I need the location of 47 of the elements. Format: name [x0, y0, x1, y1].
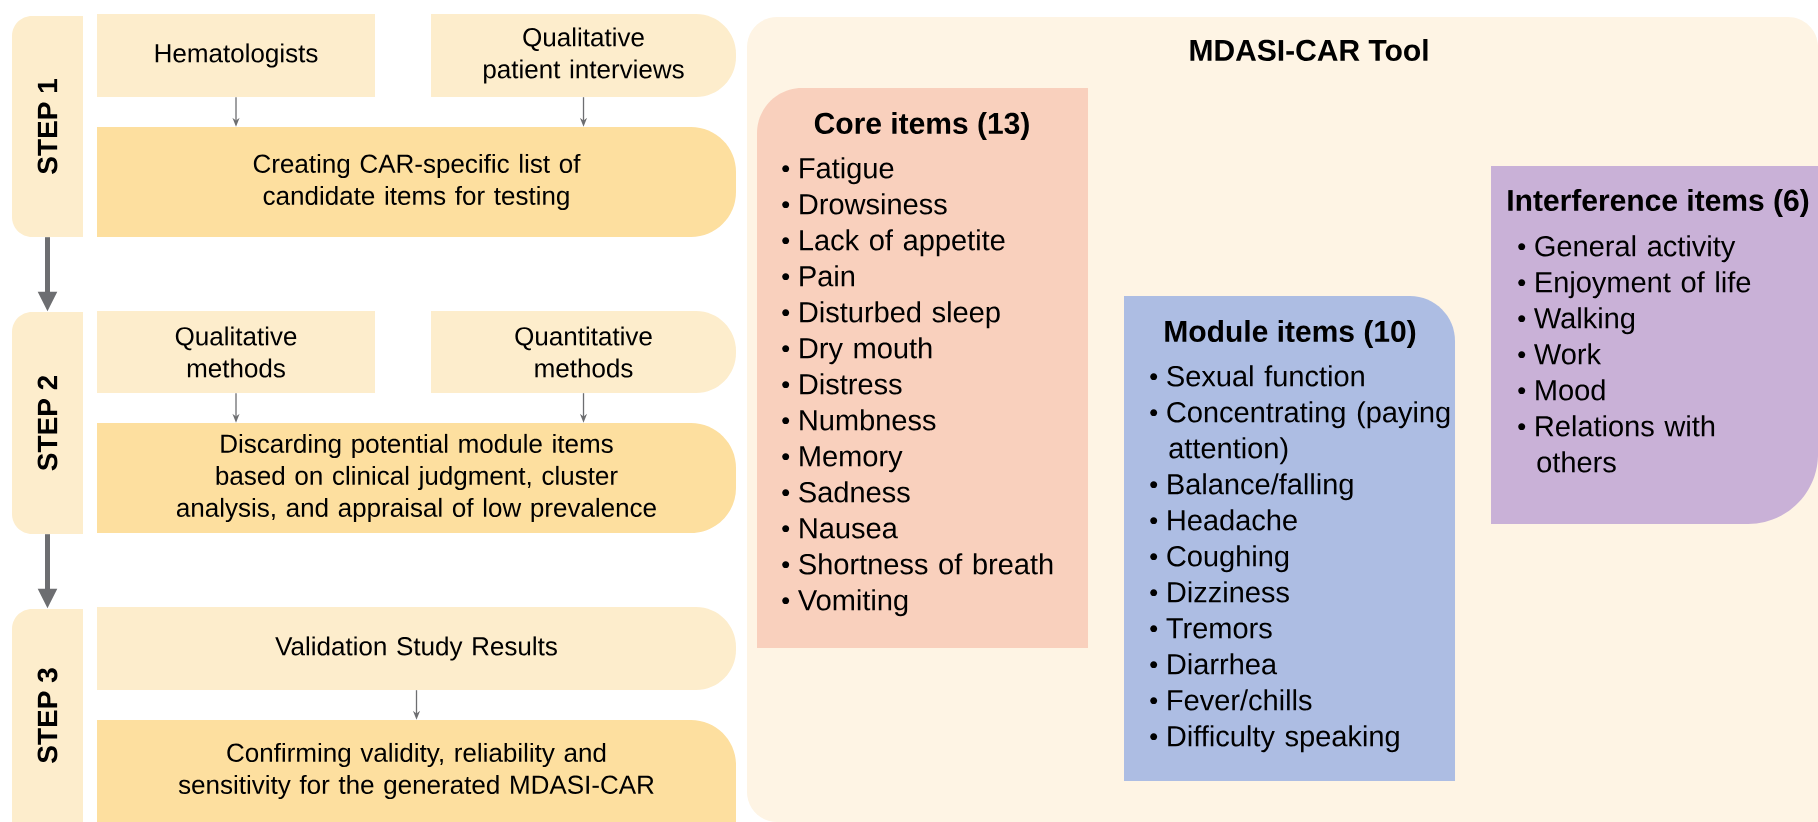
process-box: Creating CAR-specific list of candidate items for testing: [97, 127, 736, 237]
list-item: Dry mouth: [800, 337, 932, 365]
list-item: Disturbed sleep: [800, 301, 1000, 329]
items-card: [1491, 166, 1818, 524]
list-item: Fever/chills: [1168, 689, 1312, 711]
list-item: Walking: [1534, 307, 1635, 335]
card-heading: Core items (13): [814, 112, 1029, 140]
list-item: Difficulty speaking: [1168, 725, 1399, 753]
card-heading: Module items (10): [1165, 320, 1416, 348]
panel-title: MDASI-CAR Tool: [1190, 39, 1428, 61]
items-card: [1124, 296, 1455, 781]
list-item: Balance/falling: [1168, 473, 1353, 501]
source-box: Qualitative patient interviews: [431, 14, 736, 97]
list-item: Mood: [1536, 379, 1605, 401]
list-item: Sexual function: [1167, 365, 1364, 387]
list-item: Lack of appetite: [800, 229, 1005, 257]
list-item: Dizziness: [1168, 581, 1289, 603]
list-item: Nausea: [800, 518, 898, 539]
list-item: Enjoyment of life: [1536, 271, 1751, 299]
step-band: STEP 2: [12, 312, 83, 534]
list-item: Relations with others: [1536, 415, 1715, 473]
list-item: Coughing: [1167, 545, 1289, 573]
step-band: STEP 1: [12, 16, 83, 237]
list-item: General activity: [1535, 235, 1736, 263]
source-box: Validation Study Results: [97, 607, 736, 690]
list-item: Work: [1534, 343, 1602, 365]
list-item: Pain: [800, 265, 854, 287]
list-item: Numbness: [800, 409, 936, 431]
process-box: Discarding potential module items based on clinical judgment, cluster analysis, and appraisal of low prevalence: [97, 423, 736, 533]
list-item: Fatigue: [800, 157, 894, 185]
list-item: Shortness of breath: [799, 553, 1053, 575]
list-item: Sadness: [799, 481, 910, 503]
step-band: STEP 3: [12, 609, 83, 822]
source-box: Qualitative methods: [97, 311, 375, 393]
list-item: Concentrating (paying attention): [1167, 401, 1450, 465]
list-item: Tremors: [1166, 618, 1272, 639]
list-item: Drowsiness: [800, 193, 947, 215]
list-item: Diarrhea: [1168, 653, 1278, 675]
list-item: Distress: [800, 373, 902, 395]
card-heading: Interference items (6): [1508, 189, 1809, 217]
list-item: Vomiting: [798, 589, 908, 617]
list-item: Memory: [800, 446, 903, 473]
process-box: Confirming validity, reliability and sensitivity for the generated MDASI-CAR: [97, 720, 736, 822]
items-card: [757, 88, 1088, 648]
source-box: Hematologists: [97, 14, 375, 97]
source-box: Quantitative methods: [431, 311, 736, 393]
list-item: Headache: [1168, 509, 1297, 531]
